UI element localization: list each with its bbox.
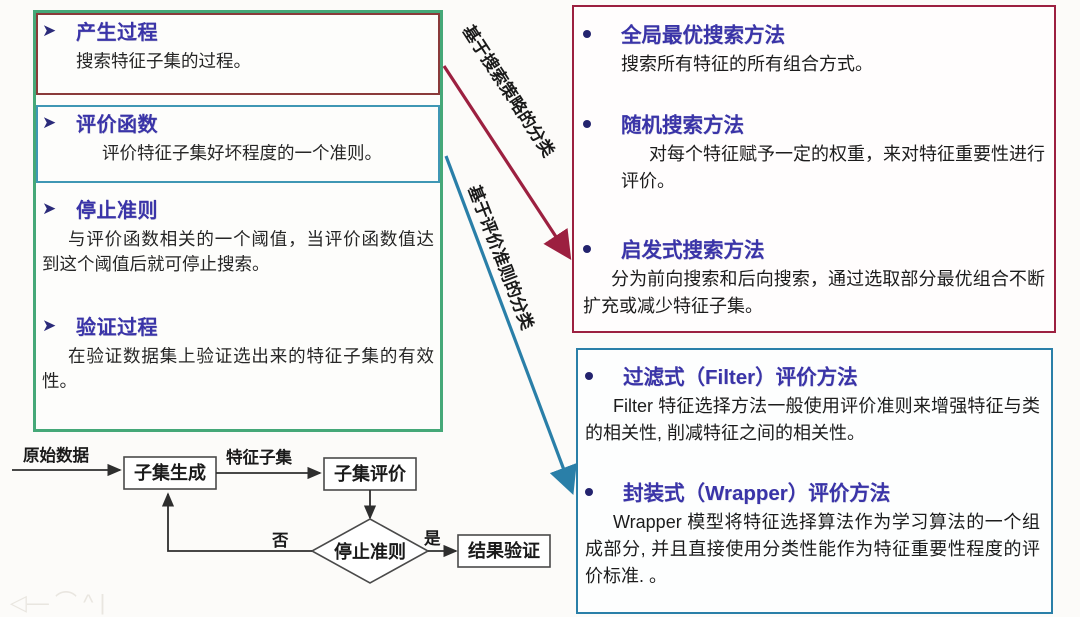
connector-label-search-strategy: 基于搜索策略的分类 xyxy=(458,20,559,161)
flow-node-subset-generation-label: 子集生成 xyxy=(134,462,206,483)
flow-node-subset-evaluation-box xyxy=(323,457,417,491)
flow-label-feature-subset: 特征子集 xyxy=(226,447,293,467)
flow-node-result-validation-box xyxy=(457,534,551,568)
connector-search-strategy xyxy=(442,65,572,261)
left-item-1-box xyxy=(36,13,440,95)
flow-node-stopping-criterion-diamond xyxy=(310,518,430,584)
bullet-dot-icon xyxy=(583,120,591,128)
right-red-panel xyxy=(572,5,1056,333)
red-item-global-optimal-search: 全局最优搜索方法 搜索所有特征的所有组合方式。 xyxy=(583,22,1045,78)
left-item-3-title: 停止准则 xyxy=(76,200,158,222)
left-item-1-body: 搜索特征子集的过程。 xyxy=(76,51,251,71)
left-item-produce-process: ➤ 产生过程 搜索特征子集的过程。 xyxy=(42,20,434,74)
left-item-2-title: 评价函数 xyxy=(76,114,158,136)
arrow-bullet-icon: ➤ xyxy=(42,21,57,40)
left-item-evaluation-function: ➤ 评价函数 评价特征子集好坏程度的一个准则。 xyxy=(42,112,434,166)
bullet-dot-icon xyxy=(585,488,593,496)
blue-item-wrapper-method: 封装式（Wrapper）评价方法 Wrapper 模型将特征选择算法作为学习算法… xyxy=(585,480,1040,590)
bullet-dot-icon xyxy=(583,30,591,38)
blue-item-1-title: 过滤式（Filter）评价方法 xyxy=(623,366,858,389)
red-item-2-body: 对每个特征赋予一定的权重，来对特征重要性进行评价。 xyxy=(621,144,1045,191)
blue-item-2-body: Wrapper 模型将特征选择算法作为学习算法的一个组成部分, 并且直接使用分类… xyxy=(585,512,1040,586)
left-item-1-title: 产生过程 xyxy=(76,22,158,44)
red-item-2-title: 随机搜索方法 xyxy=(621,114,744,137)
left-item-2-box xyxy=(36,105,440,183)
arrow-bullet-icon: ➤ xyxy=(42,316,57,335)
flow-label-yes: 是 xyxy=(423,529,441,548)
flow-node-result-validation-label: 结果验证 xyxy=(468,540,540,561)
bullet-dot-icon xyxy=(583,245,591,253)
left-item-4-body: 在验证数据集上验证选出来的特征子集的有效性。 xyxy=(42,346,434,391)
flow-label-no: 否 xyxy=(271,531,289,550)
red-item-1-title: 全局最优搜索方法 xyxy=(621,24,785,47)
flow-node-subset-evaluation-label: 子集评价 xyxy=(334,463,407,484)
red-item-3-body: 分为前向搜索和后向搜索，通过选取部分最优组合不断扩充或减少特征子集。 xyxy=(583,269,1045,316)
left-item-stopping-criterion: ➤ 停止准则 与评价函数相关的一个阈值，当评价函数值达到这个阈值后就可停止搜索。 xyxy=(42,198,434,277)
flow-label-raw-data: 原始数据 xyxy=(23,445,90,465)
blue-item-filter-method: 过滤式（Filter）评价方法 Filter 特征选择方法一般使用评价准则来增强… xyxy=(585,364,1040,447)
red-item-random-search: 随机搜索方法 对每个特征赋予一定的权重，来对特征重要性进行评价。 xyxy=(583,112,1045,195)
right-blue-panel xyxy=(576,348,1053,614)
connector-evaluation-criterion xyxy=(444,155,577,495)
left-item-validation-process: ➤ 验证过程 在验证数据集上验证选出来的特征子集的有效性。 xyxy=(42,315,434,394)
red-item-1-body: 搜索所有特征的所有组合方式。 xyxy=(621,54,873,74)
flow-node-stopping-criterion-label: 停止准则 xyxy=(334,541,406,562)
left-item-4-title: 验证过程 xyxy=(76,317,158,339)
left-item-3-body: 与评价函数相关的一个阈值，当评价函数值达到这个阈值后就可停止搜索。 xyxy=(42,229,434,274)
arrow-bullet-icon: ➤ xyxy=(42,113,57,132)
flow-edge-no-branch xyxy=(161,492,312,552)
red-item-heuristic-search: 启发式搜索方法 分为前向搜索和后向搜索，通过选取部分最优组合不断扩充或减少特征子… xyxy=(583,237,1045,320)
blue-item-1-body: Filter 特征选择方法一般使用评价准则来增强特征与类的相关性, 削减特征之间… xyxy=(585,396,1040,443)
blue-item-2-title: 封装式（Wrapper）评价方法 xyxy=(623,482,891,505)
watermark: ◁— ⌒ ^ | xyxy=(10,590,105,615)
red-item-3-title: 启发式搜索方法 xyxy=(621,239,765,262)
bullet-dot-icon xyxy=(585,372,593,380)
connector-label-evaluation-criterion: 基于评价准则的分类 xyxy=(464,181,538,333)
left-item-2-body: 评价特征子集好坏程度的一个准则。 xyxy=(102,143,382,163)
arrow-bullet-icon: ➤ xyxy=(42,199,57,218)
